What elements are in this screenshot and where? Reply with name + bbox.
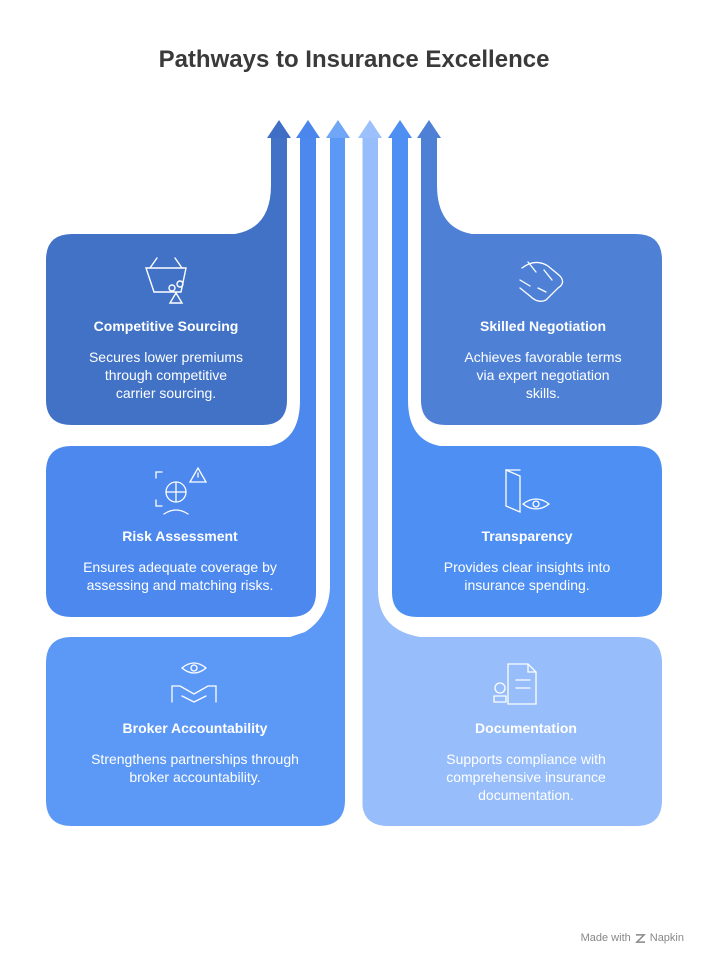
card-description-line: comprehensive insurance: [446, 769, 606, 785]
card-title: Broker Accountability: [122, 720, 268, 736]
card-description-line: Strengthens partnerships through: [91, 751, 299, 767]
eye-handshake-icon: [171, 662, 217, 703]
arrow-heads: [267, 120, 441, 138]
card-description-line: insurance spending.: [464, 577, 590, 593]
made-with-label: Made with: [580, 932, 631, 944]
card-description-line: assessing and matching risks.: [86, 577, 274, 593]
card-description-line: Secures lower premiums: [88, 349, 244, 365]
arrow-head: [296, 120, 320, 138]
card-documentation: Documentation Supports compliance with c…: [384, 720, 668, 804]
separator-lines: [345, 132, 363, 826]
arrow-head: [267, 120, 291, 138]
card-title: Transparency: [481, 528, 573, 544]
card-description-line: carrier sourcing.: [115, 385, 217, 401]
documentation-card: [362, 132, 662, 826]
card-transparency: Transparency Provides clear insights int…: [402, 528, 652, 594]
napkin-brand: Napkin: [649, 932, 684, 944]
card-skilled-negotiation: Skilled Negotiation Achieves favorable t…: [430, 318, 656, 402]
risk-scan-icon: [155, 466, 208, 515]
card-description: Achieves favorable terms via expert nego…: [430, 348, 656, 402]
card-risk-assessment: Risk Assessment Ensures adequate coverag…: [52, 528, 308, 594]
risk-assessment-card: [46, 132, 316, 617]
card-description: Secures lower premiums through competiti…: [56, 348, 276, 402]
made-with-napkin: Made with Napkin: [581, 932, 684, 944]
arrow-head: [417, 120, 441, 138]
arrow-head: [326, 120, 350, 138]
card-description-line: through competitive: [104, 367, 228, 383]
skilled-negotiation-card: [421, 132, 662, 425]
document-stamp-icon: [493, 663, 537, 705]
card-description: Supports compliance with comprehensive i…: [384, 750, 668, 804]
arrow-head: [388, 120, 412, 138]
page-title: Pathways to Insurance Excellence: [158, 46, 550, 73]
card-title: Risk Assessment: [122, 528, 238, 544]
arrow-head: [358, 120, 382, 138]
card-title: Documentation: [475, 720, 577, 736]
card-description-line: Ensures adequate coverage by: [83, 559, 277, 575]
card-description: Strengthens partnerships through broker …: [52, 750, 338, 786]
card-title: Competitive Sourcing: [93, 318, 239, 334]
napkin-logo-icon: [634, 933, 646, 943]
transparency-card: [392, 132, 662, 617]
basket-icon: [145, 257, 187, 304]
card-description-line: skills.: [525, 385, 561, 401]
broker-accountability-card: [46, 132, 345, 826]
card-description: Provides clear insights into insurance s…: [402, 558, 652, 594]
card-description-line: via expert negotiation: [476, 367, 610, 383]
card-description-line: documentation.: [478, 787, 574, 803]
card-description: Ensures adequate coverage by assessing a…: [52, 558, 308, 594]
card-competitive-sourcing: Competitive Sourcing Secures lower premi…: [56, 318, 276, 402]
card-description-line: broker accountability.: [129, 769, 261, 785]
card-broker-accountability: Broker Accountability Strengthens partne…: [52, 720, 338, 786]
card-description-line: Achieves favorable terms: [464, 349, 622, 365]
card-description-line: Supports compliance with: [446, 751, 606, 767]
handshake-sketch-icon: [519, 261, 564, 302]
card-title: Skilled Negotiation: [479, 318, 606, 334]
door-eye-icon: [505, 469, 551, 513]
competitive-sourcing-card: [46, 132, 287, 425]
card-description-line: Provides clear insights into: [443, 559, 611, 575]
